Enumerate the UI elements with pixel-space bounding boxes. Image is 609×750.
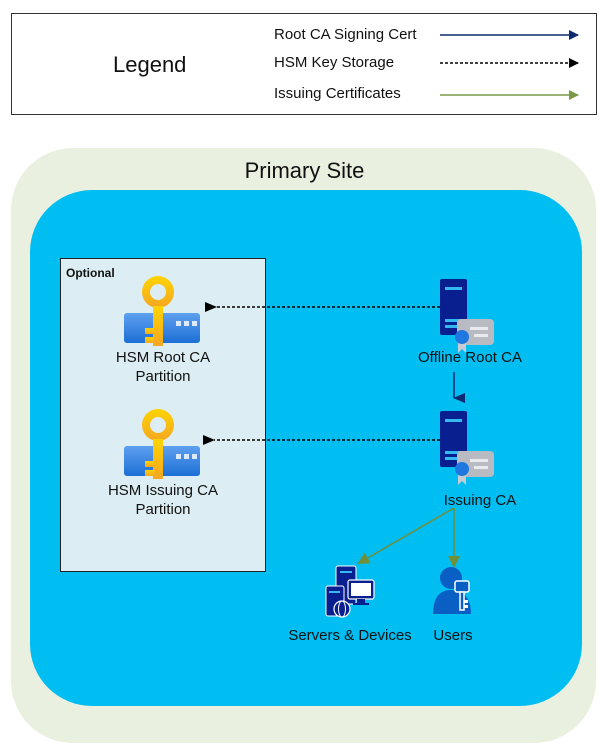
legend-item-issuing-certificates: Issuing Certificates (274, 85, 401, 102)
server-certificate-icon (440, 279, 494, 353)
server-certificate-icon (440, 411, 494, 485)
offline-root-ca-label: Offline Root CA (418, 349, 522, 366)
hsm-issuing-ca-label-line1: HSM Issuing CA (107, 482, 219, 499)
site-title: Primary Site (244, 158, 365, 183)
legend-title: Legend (113, 52, 187, 77)
servers-devices-label: Servers & Devices (288, 627, 412, 644)
connector-issuing-to-servers (357, 507, 455, 565)
legend-item-hsm-key-storage: HSM Key Storage (274, 54, 395, 71)
hsm-issuing-ca-label-line2: Partition (135, 501, 191, 518)
servers-devices-icon (325, 565, 375, 618)
hsm-root-ca-label-line1: HSM Root CA (115, 349, 211, 366)
legend-item-root-ca-signing: Root CA Signing Cert (274, 26, 417, 43)
issuing-ca-label: Issuing CA (443, 492, 517, 509)
hsm-root-ca-label: HSM Root CA Partition (63, 348, 263, 386)
legend-box (11, 13, 597, 115)
hsm-issuing-ca-label: HSM Issuing CA Partition (63, 481, 263, 519)
optional-label: Optional (66, 266, 115, 280)
hsm-root-ca-label-line2: Partition (135, 368, 191, 385)
hsm-key-icon (124, 276, 200, 346)
hsm-key-icon (124, 409, 200, 479)
users-label: Users (433, 627, 473, 644)
user-key-icon (433, 567, 471, 614)
legend-lines (440, 30, 579, 100)
